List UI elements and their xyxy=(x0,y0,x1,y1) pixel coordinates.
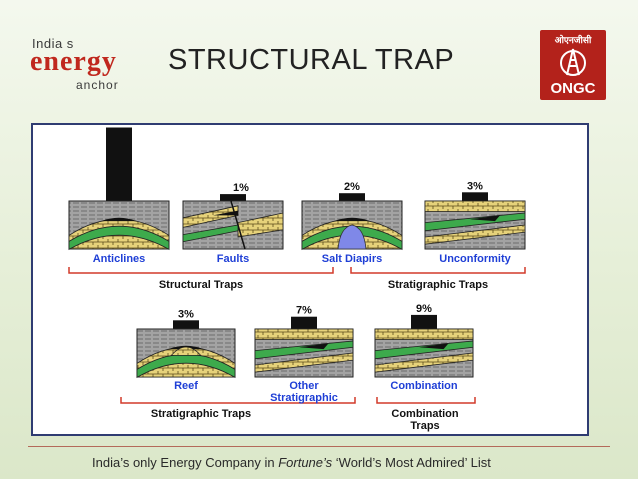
footer-part-3: ‘World’s Most Admired’ List xyxy=(332,455,491,470)
percent-label: 75% xyxy=(108,125,130,128)
trap-label: Stratigraphic xyxy=(270,392,338,404)
percent-label: 2% xyxy=(344,181,360,193)
bracket-stratigraphic-top xyxy=(350,267,526,274)
trap-label: Combination xyxy=(390,380,457,392)
bar-faults xyxy=(220,194,246,201)
percent-label: 3% xyxy=(467,180,483,192)
bar-bottom-1 xyxy=(291,316,317,329)
page-title: STRUCTURAL TRAP xyxy=(168,44,455,76)
logo-line-2: energy xyxy=(30,46,117,77)
group-label-stratigraphic: Stratigraphic Traps xyxy=(151,408,251,420)
block-unconformity xyxy=(424,200,526,250)
bracket-stratigraphic-bottom xyxy=(120,397,356,404)
ongc-hindi-text: ओएनजीसी xyxy=(554,36,592,46)
block-bottom-1 xyxy=(254,328,354,378)
trap-types-diagram: 75% Anticlines 1% Faults 2% Salt Diapirs 3% Unc… xyxy=(68,125,526,432)
group-label-combination: Combination xyxy=(391,408,458,420)
group-label-combination: Traps xyxy=(410,420,439,432)
bracket-combination xyxy=(376,397,476,404)
diagram-frame: 75% Anticlines 1% Faults 2% Salt Diapirs 3% Unc… xyxy=(31,123,589,436)
bar-anticlines xyxy=(106,127,132,201)
bar-bottom-2 xyxy=(411,314,437,329)
trap-label: Other xyxy=(289,380,319,392)
logo-line-3: anchor xyxy=(76,78,119,92)
group-label-stratigraphic: Stratigraphic Traps xyxy=(388,279,488,291)
percent-label: 9% xyxy=(416,303,432,315)
block-bottom-2 xyxy=(374,328,474,378)
block-faults xyxy=(182,200,284,250)
ongc-name: ONGC xyxy=(550,80,596,97)
block-bottom-0 xyxy=(136,328,236,379)
footer-part-1: India’s only Energy Company in xyxy=(92,455,279,470)
footer-text: India’s only Energy Company in Fortune’s… xyxy=(92,455,491,470)
trap-label: Salt Diapirs xyxy=(322,253,383,265)
bracket-structural xyxy=(68,267,334,274)
bar-unconformity xyxy=(462,192,488,201)
trap-label: Anticlines xyxy=(93,253,146,265)
ongc-logo: ओएनजीसी ONGC xyxy=(540,30,606,100)
oil-rig-icon xyxy=(560,48,586,76)
trap-label: Reef xyxy=(174,380,198,392)
group-label-structural: Structural Traps xyxy=(159,279,243,291)
trap-label: Unconformity xyxy=(439,253,511,265)
percent-label: 3% xyxy=(178,308,194,320)
percent-label: 1% xyxy=(233,182,249,194)
block-anticlines xyxy=(68,200,170,251)
block-salt-diapirs xyxy=(301,200,403,251)
india-energy-anchor-logo: India s energy anchor xyxy=(30,36,140,96)
trap-label: Faults xyxy=(217,253,249,265)
footer-divider xyxy=(28,446,610,447)
bar-bottom-0 xyxy=(173,320,199,329)
bar-salt-diapirs xyxy=(339,193,365,201)
logo-line-1: India s xyxy=(32,36,74,51)
footer-part-2: Fortune’s xyxy=(278,455,333,470)
percent-label: 7% xyxy=(296,305,312,317)
